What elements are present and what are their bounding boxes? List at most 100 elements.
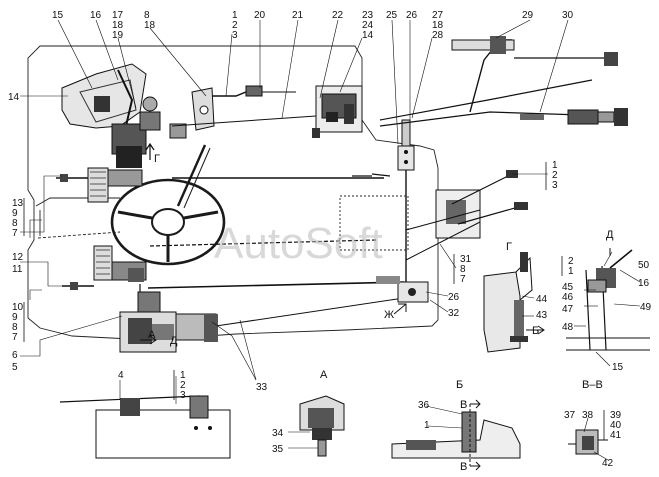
callout-37: 37 (564, 410, 576, 421)
brake-valve-assembly (119, 268, 218, 353)
callout-18c: 18 (432, 20, 444, 31)
callout-13: 13 (12, 198, 24, 209)
callout-18a: 18 (112, 20, 124, 31)
callout-47: 47 (562, 304, 574, 315)
vertical-lever-unit (397, 119, 415, 282)
callout-46: 46 (562, 292, 574, 303)
callout-44: 44 (536, 294, 548, 305)
callout-48: 48 (562, 322, 574, 333)
callout-10: 10 (12, 302, 24, 313)
callout-1d: 1 (568, 266, 574, 277)
callout-7c: 7 (12, 332, 18, 343)
callout-29: 29 (522, 10, 534, 21)
cable-bracket-mid (191, 85, 296, 131)
callout-1c: 1 (180, 370, 186, 381)
callout-1b: 1 (552, 160, 558, 171)
pedal-upper (56, 167, 143, 203)
callout-26a: 26 (406, 10, 418, 21)
pedal-bracket-assembly (61, 63, 187, 168)
section-letters: Г Г Д Д А А Б Б В–В В В Ж (148, 153, 614, 473)
watermark-text: AutoSoft (214, 219, 383, 268)
callout-9a: 9 (12, 208, 18, 219)
section-d-marker: Д (170, 335, 178, 347)
callout-28: 28 (432, 30, 444, 41)
section-zh-marker: Ж (384, 309, 394, 321)
callout-25: 25 (386, 10, 398, 21)
callout-3b: 3 (552, 180, 558, 191)
link-bracket-right (376, 276, 429, 303)
callout-3a: 3 (232, 30, 238, 41)
callout-38: 38 (582, 410, 594, 421)
control-block-top (312, 85, 363, 138)
leader-lines (20, 19, 641, 461)
section-b-title: Б (456, 379, 463, 391)
callout-12: 12 (12, 252, 24, 263)
callout-22: 22 (332, 10, 344, 21)
callout-17: 17 (112, 10, 124, 21)
callout-50: 50 (638, 260, 650, 271)
callout-16-top: 16 (90, 10, 102, 21)
callout-33: 33 (256, 382, 268, 393)
control-rods (139, 115, 405, 327)
callout-2c: 2 (180, 380, 186, 391)
callout-7b: 7 (460, 274, 466, 285)
callout-19: 19 (112, 30, 124, 41)
callout-4: 4 (118, 370, 124, 381)
callout-30: 30 (562, 10, 574, 21)
callout-numbers: 15 16 17 18 19 8 18 1 2 3 20 21 22 23 24… (8, 10, 652, 469)
callout-14a: 14 (362, 30, 374, 41)
callout-43: 43 (536, 310, 548, 321)
callout-40: 40 (610, 420, 622, 431)
callout-8c: 8 (12, 322, 18, 333)
section-b-marker: Б (532, 325, 539, 337)
callout-45: 45 (562, 282, 574, 293)
section-markers (140, 142, 611, 471)
view-b-detail (391, 404, 521, 466)
callout-14b: 14 (8, 92, 20, 103)
remote-unit-30 (520, 108, 628, 126)
callout-21: 21 (292, 10, 304, 21)
section-g-marker: Г (154, 153, 160, 165)
callout-group-bars (23, 162, 605, 440)
callout-18b: 18 (144, 20, 156, 31)
section-a-marker: А (148, 329, 156, 341)
callout-6: 6 (12, 350, 18, 361)
callout-23: 23 (362, 10, 374, 21)
callout-41: 41 (610, 430, 622, 441)
view-a-detail (299, 395, 345, 457)
callout-36: 36 (418, 400, 430, 411)
section-d-title: Д (606, 229, 614, 241)
steering-wheel (110, 144, 226, 266)
view-vv-detail (568, 429, 608, 455)
callout-27: 27 (432, 10, 444, 21)
callout-32: 32 (448, 308, 460, 319)
callout-7a: 7 (12, 228, 18, 239)
callout-2a: 2 (232, 20, 238, 31)
callout-16b: 16 (638, 278, 650, 289)
callout-8a: 8 (12, 218, 18, 229)
callout-39: 39 (610, 410, 622, 421)
callout-15-top: 15 (52, 10, 64, 21)
section-vv-title: В–В (582, 379, 603, 391)
callout-24: 24 (362, 20, 374, 31)
callout-2b: 2 (552, 170, 558, 181)
callout-8b: 8 (460, 264, 466, 275)
lever-housing-right (405, 170, 528, 261)
callout-20: 20 (254, 10, 266, 21)
callout-26b: 26 (448, 292, 460, 303)
remote-unit-29 (451, 36, 618, 66)
callout-1a: 1 (232, 10, 238, 21)
callout-31: 31 (460, 254, 472, 265)
section-g-title: Г (506, 241, 512, 253)
callout-11: 11 (12, 264, 23, 275)
callout-9b: 9 (12, 312, 18, 323)
callout-49: 49 (640, 302, 652, 313)
callout-15b: 15 (612, 362, 624, 373)
callout-2d: 2 (568, 256, 574, 267)
callout-8: 8 (144, 10, 150, 21)
view-d-detail (566, 249, 650, 351)
callout-42: 42 (602, 458, 614, 469)
section-v-bottom: В (460, 461, 467, 473)
callout-35: 35 (272, 444, 284, 455)
